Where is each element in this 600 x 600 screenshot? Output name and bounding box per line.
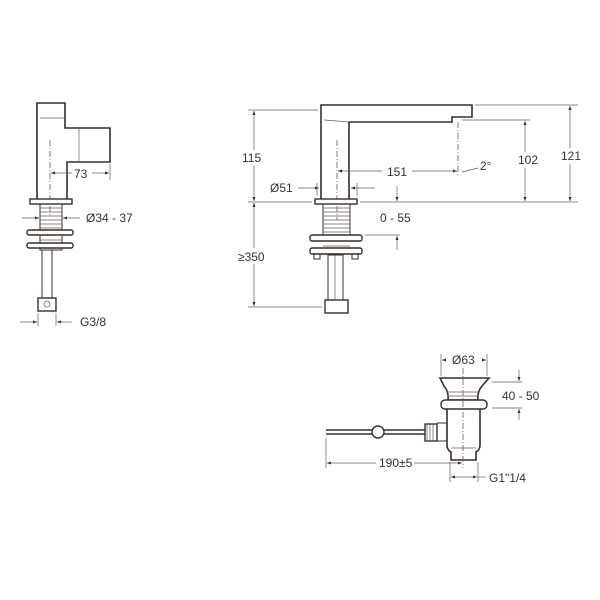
dim-flange-diameter: Ø63 bbox=[452, 353, 475, 367]
dim-body-diameter: Ø51 bbox=[270, 181, 293, 195]
dim-hose-length: ≥350 bbox=[238, 250, 265, 264]
dim-height-above-deck: 115 bbox=[242, 151, 261, 165]
dim-outlet-height: 102 bbox=[518, 153, 538, 167]
drain-assembly: Ø63 40 - 50 190±5 G1"1/4 bbox=[325, 353, 540, 485]
dim-total-height: 121 bbox=[561, 149, 581, 163]
dim-depth: 73 bbox=[74, 167, 88, 181]
dim-hole-diameter: Ø34 - 37 bbox=[86, 211, 133, 225]
dim-connection: G3/8 bbox=[80, 315, 106, 329]
dim-rod-length: 190±5 bbox=[379, 456, 413, 470]
front-view-faucet: 115 ≥350 151 2° Ø51 0 - 55 102 121 bbox=[236, 104, 586, 314]
front-thread bbox=[322, 203, 351, 251]
dim-deck-thickness: 0 - 55 bbox=[380, 211, 411, 225]
dim-reach: 151 bbox=[387, 165, 407, 179]
dim-thread: G1"1/4 bbox=[489, 471, 526, 485]
side-view-faucet: 73 Ø34 - 37 G3/8 bbox=[20, 102, 133, 329]
dim-basin-thickness: 40 - 50 bbox=[502, 389, 540, 403]
dim-angle: 2° bbox=[480, 159, 492, 173]
